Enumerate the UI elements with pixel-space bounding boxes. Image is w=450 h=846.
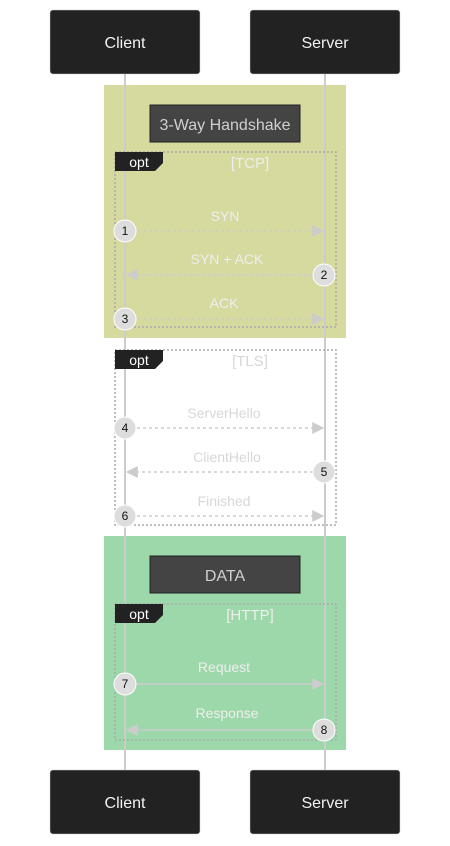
message-5-number-badge <box>312 460 336 484</box>
actor-server-top-label: Server <box>301 35 349 52</box>
box-handshake-title-frame <box>149 104 301 143</box>
fragment-tcp-tag: opt <box>129 154 149 170</box>
message-5-label: ClientHello <box>193 449 261 465</box>
box-data-title: DATA <box>205 568 246 585</box>
message-6-label: Finished <box>198 493 251 509</box>
message-8-number: 8 <box>321 723 328 737</box>
actor-server-bottom <box>249 769 401 835</box>
message-8-number-badge <box>312 718 336 742</box>
message-6-number-badge <box>113 504 137 528</box>
message-4-label: ServerHello <box>187 405 260 421</box>
message-2-label: SYN + ACK <box>191 251 264 267</box>
fragment-tls-tag-shape <box>115 350 163 369</box>
message-2-number-badge <box>312 263 336 287</box>
fragment-tcp-condition: [TCP] <box>231 155 269 172</box>
message-2-number: 2 <box>321 268 328 282</box>
message-1-number-badge <box>113 219 137 243</box>
message-7-number: 7 <box>122 677 129 691</box>
fragment-tls-tag: opt <box>129 352 149 368</box>
actor-client-bottom-label: Client <box>105 795 146 812</box>
fragment-http-condition: [HTTP] <box>226 607 274 624</box>
message-5-number: 5 <box>321 465 328 479</box>
message-1-number: 1 <box>122 224 129 238</box>
actor-client-bottom <box>49 769 201 835</box>
fragment-http-tag-shape <box>115 604 163 623</box>
message-3-number: 3 <box>122 312 129 326</box>
fragment-tls-condition: [TLS] <box>232 353 268 370</box>
box-data-title-frame <box>149 555 301 594</box>
box-handshake-title: 3-Way Handshake <box>159 117 290 134</box>
fragment-tcp-frame <box>114 151 337 328</box>
actor-server-top <box>249 9 401 75</box>
message-8-label: Response <box>195 705 258 721</box>
actor-server-bottom-label: Server <box>301 795 349 812</box>
actor-client-top-label: Client <box>105 35 146 52</box>
fragment-tls-frame <box>114 349 337 526</box>
fragment-http-frame <box>114 603 337 741</box>
message-3-number-badge <box>113 307 137 331</box>
message-1-label: SYN <box>211 208 240 224</box>
message-7-number-badge <box>113 672 137 696</box>
fragment-http-tag: opt <box>129 606 149 622</box>
fragment-tcp-tag-shape <box>115 152 163 171</box>
message-4-number: 4 <box>122 421 129 435</box>
message-7-label: Request <box>198 659 250 675</box>
message-6-number: 6 <box>122 509 129 523</box>
message-3-label: ACK <box>210 295 239 311</box>
actor-client-top <box>49 9 201 75</box>
message-4-number-badge <box>113 416 137 440</box>
